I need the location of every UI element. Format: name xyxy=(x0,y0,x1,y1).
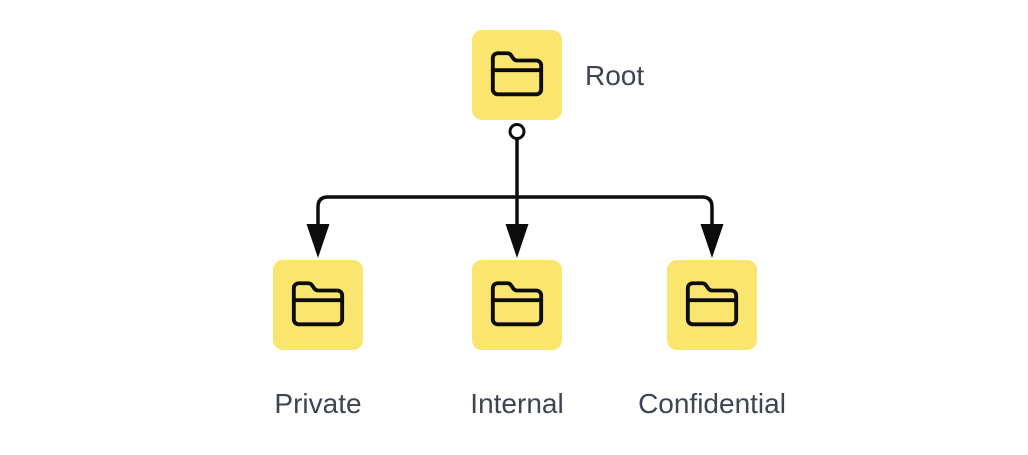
arrowhead-left-icon xyxy=(306,224,330,258)
node-confidential-box xyxy=(667,260,757,350)
node-root-label: Root xyxy=(585,60,645,91)
node-private-box xyxy=(273,260,363,350)
node-internal-box xyxy=(472,260,562,350)
connector-branch-line xyxy=(316,195,714,229)
folder-icon xyxy=(291,281,345,327)
node-internal-label: Internal xyxy=(470,388,564,419)
arrowhead-right-icon xyxy=(700,224,724,258)
folder-icon xyxy=(490,281,544,327)
connector-origin-dot xyxy=(508,123,526,140)
node-private-label: Private xyxy=(274,388,362,419)
folder-icon xyxy=(685,281,739,327)
folder-icon xyxy=(490,51,544,97)
arrowhead-center-icon xyxy=(505,224,529,258)
node-root-box xyxy=(472,30,562,120)
node-confidential-label: Confidential xyxy=(638,388,786,419)
